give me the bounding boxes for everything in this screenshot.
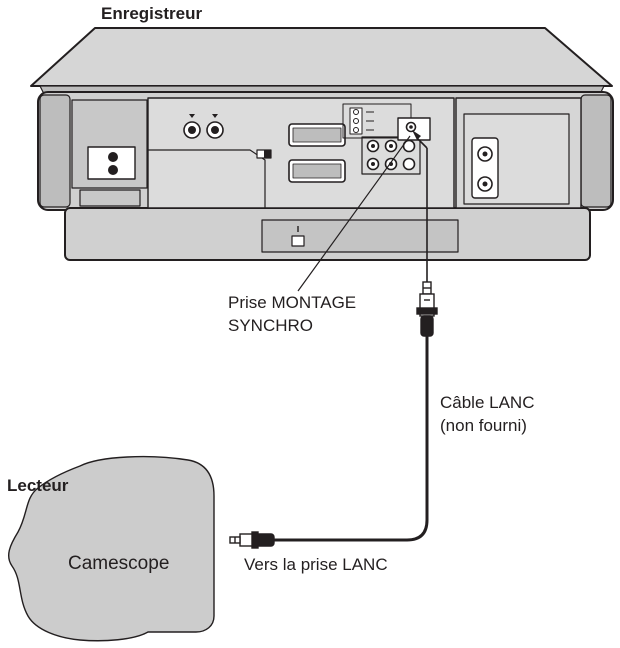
- edit-jack-label-line2: SYNCHRO: [228, 316, 314, 335]
- mini-plug-vertical: [416, 281, 438, 337]
- vcr-side-cable: [412, 130, 428, 282]
- player-label: Lecteur: [7, 476, 69, 495]
- edit-jack-label-line1: Prise MONTAGE: [228, 293, 357, 312]
- edit-jack-leader: [297, 135, 411, 292]
- vcr-recorder: [30, 27, 614, 261]
- lanc-cable: [272, 336, 429, 542]
- cable-label-line1: Câble LANC: [440, 393, 535, 412]
- s-video-jacks: [183, 114, 224, 139]
- lanc-jack-label: Vers la prise LANC: [244, 555, 388, 574]
- mini-plug-horizontal: [229, 531, 275, 549]
- camcorder-label: Camescope: [68, 553, 170, 574]
- recorder-label: Enregistreur: [101, 4, 203, 23]
- rca-jacks: [361, 136, 421, 175]
- cable-label-line2: (non fourni): [440, 416, 527, 435]
- edit-jack: [397, 117, 431, 141]
- scart-connectors: [288, 123, 346, 183]
- camcorder-silhouette: [8, 455, 215, 642]
